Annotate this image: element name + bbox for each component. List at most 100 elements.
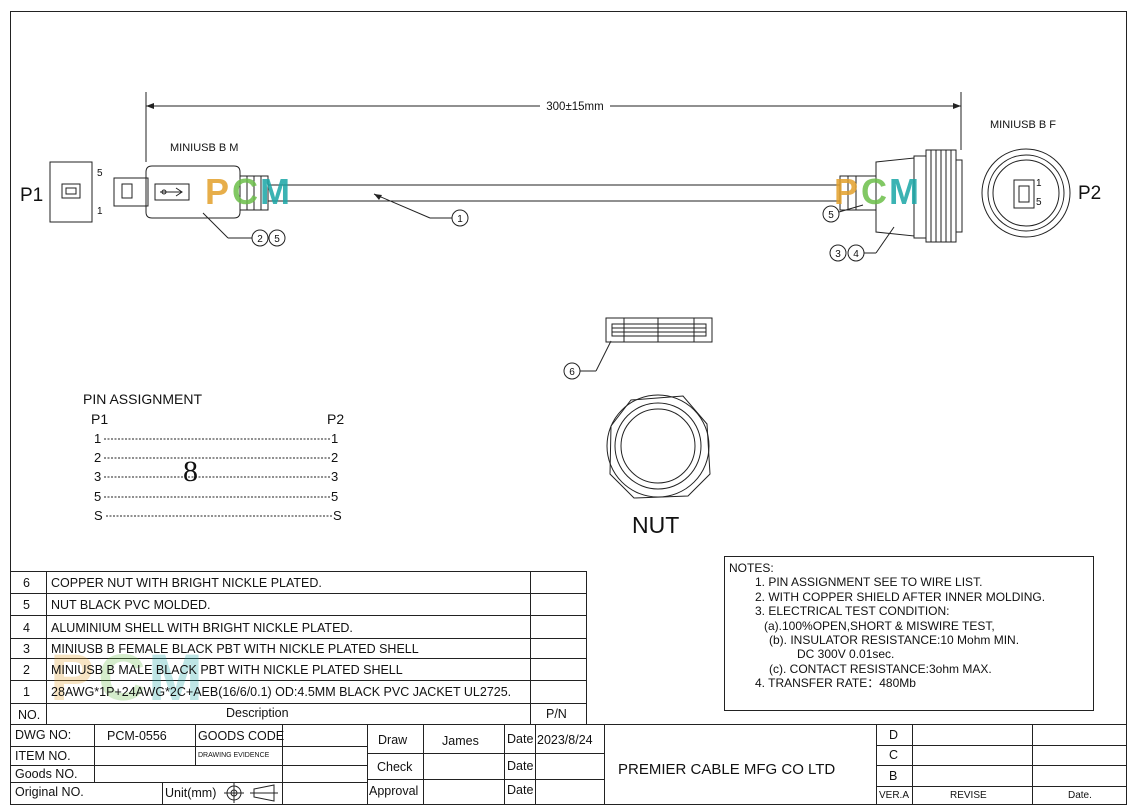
original-no-label: Original NO. [15, 785, 84, 799]
draw-label: Draw [378, 733, 408, 747]
bom-desc: ALUMINIUM SHELL WITH BRIGHT NICKLE PLATE… [51, 621, 353, 635]
svg-text:4: 4 [853, 249, 859, 260]
balloon-nut: 6 [563, 340, 612, 380]
approval-date-label: Date [507, 783, 534, 797]
pin-right-3: 3 [331, 469, 339, 484]
approval-label: Approval [369, 784, 419, 798]
rev-c: C [889, 748, 899, 762]
check-label: Check [377, 760, 413, 774]
bom-header-no: NO. [18, 708, 41, 722]
note-line: (c). CONTACT RESISTANCE:3ohm MAX. [769, 661, 992, 676]
draw-name: James [442, 734, 479, 748]
cable-drawing [268, 184, 840, 202]
twisted-pair-mark: 8 [183, 455, 198, 488]
note-line: (b). INSULATOR RESISTANCE:10 Mohm MIN. [769, 633, 1020, 648]
pin-left-shield: S [94, 508, 103, 523]
svg-text:C: C [232, 171, 258, 212]
pin-left-1: 1 [94, 431, 102, 446]
notes-box [724, 556, 1094, 711]
bom-desc: COPPER NUT WITH BRIGHT NICKLE PLATED. [51, 576, 322, 590]
svg-text:P: P [834, 171, 858, 212]
bom-no: 4 [23, 621, 30, 635]
pin-left-2: 2 [94, 450, 102, 465]
p2-pin-top: 1 [1036, 178, 1042, 189]
pin-assignment-lines [104, 438, 333, 517]
bom-no: 6 [23, 576, 30, 590]
bom-header-pn: P/N [546, 707, 567, 721]
svg-text:6: 6 [569, 367, 575, 378]
ver-label: VER.A [879, 790, 910, 801]
svg-text:C: C [98, 640, 146, 714]
balloon-p1-plug: 2 5 [202, 212, 286, 247]
bom-table-grid [10, 571, 1126, 725]
dimension-text: 300±15mm [546, 101, 603, 113]
revise-date-label: Date. [1068, 790, 1092, 801]
bom-desc: MINIUSB B FEMALE BLACK PBT WITH NICKLE P… [51, 642, 419, 656]
pin-right-shield: S [333, 508, 342, 523]
p1-plug-drawing [113, 165, 269, 219]
goods-code-label: GOODS CODE [198, 729, 285, 743]
note-line: 3. ELECTRICAL TEST CONDITION: [755, 604, 950, 619]
p1-pin-top: 5 [97, 168, 103, 179]
svg-text:M: M [148, 640, 203, 714]
pcm-logo-left: P C M [205, 171, 290, 212]
balloon-p2-molding: 5 [822, 204, 864, 223]
sheet-border [10, 11, 1127, 805]
svg-text:1: 1 [457, 214, 463, 225]
svg-text:P: P [205, 171, 229, 212]
company-name: PREMIER CABLE MFG CO LTD [618, 761, 836, 778]
check-date-label: Date [507, 759, 534, 773]
p2-connector-drawing [839, 149, 963, 243]
p1-connector-name: MINIUSB B M [170, 142, 238, 154]
title-block-grid [10, 724, 1126, 804]
svg-text:P: P [50, 640, 94, 714]
svg-text:2: 2 [257, 234, 263, 245]
pcm-watermark: P C M [50, 640, 203, 714]
pin-right-2: 2 [331, 450, 339, 465]
note-line: (a).100%OPEN,SHORT & MISWIRE TEST, [764, 618, 995, 633]
draw-date-label: Date [507, 732, 534, 746]
length-dimension: 300±15mm [145, 92, 962, 162]
pin-right-5: 5 [331, 489, 339, 504]
p1-end-view [49, 161, 93, 223]
draw-date-value: 2023/8/24 [537, 733, 593, 747]
projection-symbol-icon [224, 783, 278, 803]
pin-assignment-title: PIN ASSIGNMENT [83, 391, 203, 407]
rev-d: D [889, 728, 899, 742]
balloon-p2-shell: 3 4 [829, 226, 895, 262]
item-no-label: ITEM NO. [15, 749, 71, 763]
pin-right-1: 1 [331, 431, 339, 446]
svg-text:3: 3 [835, 249, 841, 260]
bom-no: 1 [23, 685, 30, 699]
p2-end-view [981, 148, 1071, 238]
note-line: 2. WITH COPPER SHIELD AFTER INNER MOLDIN… [755, 589, 1046, 604]
pin-header-p2: P2 [327, 411, 345, 427]
nut-front-view [606, 394, 711, 499]
goods-no-label: Goods NO. [15, 767, 78, 781]
svg-text:M: M [260, 171, 290, 212]
p1-pin-bottom: 1 [97, 206, 103, 217]
pin-header-p1: P1 [91, 411, 109, 427]
bom-desc: NUT BLACK PVC MOLDED. [51, 598, 211, 612]
nut-label: NUT [632, 512, 679, 538]
unit-label: Unit(mm) [165, 786, 217, 800]
rev-b: B [889, 769, 898, 783]
pin-left-3: 3 [94, 469, 102, 484]
bom-no: 2 [23, 663, 30, 677]
notes-title: NOTES: [729, 561, 774, 575]
pin-left-5: 5 [94, 489, 102, 504]
dwg-no-value: PCM-0556 [107, 729, 167, 743]
dwg-no-label: DWG NO: [15, 728, 72, 742]
p1-label: P1 [20, 185, 43, 206]
svg-text:5: 5 [274, 234, 280, 245]
notes: NOTES: 1. PIN ASSIGNMENT SEE TO WIRE LIS… [729, 561, 1045, 691]
note-line: 1. PIN ASSIGNMENT SEE TO WIRE LIST. [755, 575, 983, 590]
bom-desc: MINIUSB B MALE BLACK PBT WITH NICKLE PLA… [51, 663, 403, 677]
bom-no: 5 [23, 598, 30, 612]
nut-side-view [605, 317, 713, 343]
svg-text:M: M [889, 171, 919, 212]
revise-label: REVISE [950, 790, 987, 801]
balloon-cable: 1 [373, 193, 469, 227]
